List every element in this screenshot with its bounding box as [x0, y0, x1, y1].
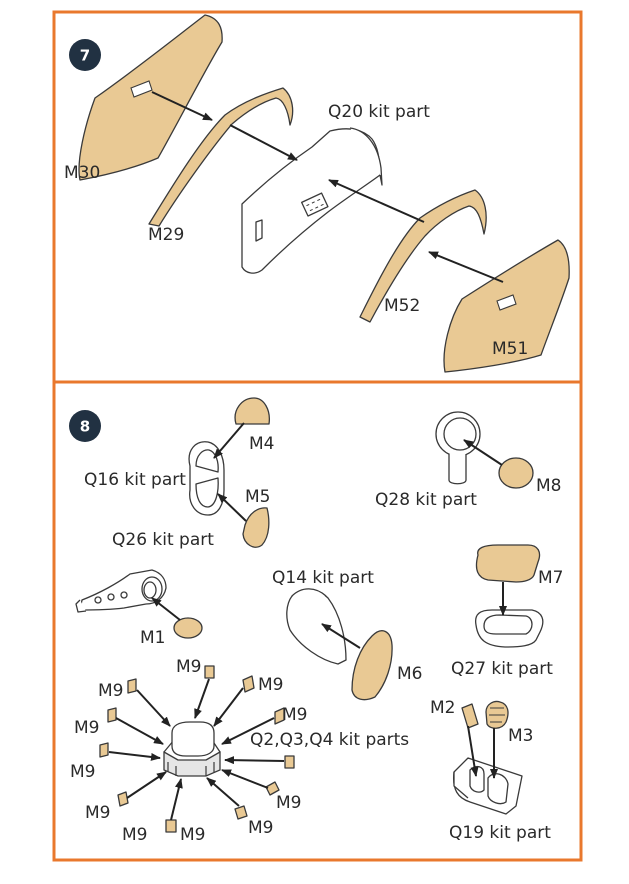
label-m8: M8: [536, 476, 561, 496]
m51-part: [443, 239, 570, 373]
step-8-panel: [52, 380, 583, 862]
label-m3: M3: [508, 726, 533, 746]
label-q2-q3-q4: Q2,Q3,Q4 kit parts: [250, 730, 409, 750]
m8-part: [498, 457, 534, 489]
label-m9: M9: [282, 705, 307, 725]
q19-kit-part: [452, 757, 523, 815]
arrow-m51-m52: [428, 251, 504, 283]
arrow-m6-q14: [321, 623, 361, 649]
label-q16: Q16 kit part: [84, 470, 186, 490]
m1-part: [173, 617, 203, 639]
label-m1: M1: [140, 628, 165, 648]
m5-part: [242, 507, 270, 548]
arrow-m5-q16: [217, 493, 247, 522]
label-m9: M9: [98, 681, 123, 701]
label-q27: Q27 kit part: [451, 659, 553, 679]
step-8-badge: 8: [69, 410, 101, 442]
m4-part: [234, 397, 270, 425]
m9-labels: M9 M9 M9 M9 M9 M9 M9 M9 M9 M9 M9: [70, 657, 307, 845]
q14-kit-part: [286, 588, 347, 665]
m9-arrows: [108, 678, 285, 821]
q20-kit-part: [241, 127, 383, 274]
label-m9: M9: [85, 803, 110, 823]
q26-kit-part: [75, 569, 167, 613]
step-7-badge: 7: [69, 39, 101, 71]
svg-text:7: 7: [80, 47, 90, 65]
m9-tabs: [99, 665, 295, 833]
label-m9: M9: [74, 718, 99, 738]
label-m5: M5: [245, 487, 270, 507]
m30-part: [78, 14, 223, 181]
arrow-m8-q28: [463, 439, 503, 466]
label-q26: Q26 kit part: [112, 530, 214, 550]
arrow-m4-q16: [213, 422, 245, 459]
label-m9: M9: [258, 675, 283, 695]
label-m9: M9: [180, 825, 205, 845]
q2-q3-q4-kit-parts: [163, 721, 221, 777]
arrow-m30-m29: [151, 91, 213, 121]
label-m9: M9: [276, 793, 301, 813]
label-m52: M52: [384, 296, 420, 316]
label-m2: M2: [430, 698, 455, 718]
m52-part: [359, 189, 487, 323]
label-q19: Q19 kit part: [449, 823, 551, 843]
m29-part: [148, 87, 294, 227]
m3-part: [485, 700, 509, 729]
arrow-m52-q20: [328, 179, 425, 223]
label-q28: Q28 kit part: [375, 490, 477, 510]
q28-kit-part: [435, 411, 481, 485]
label-q20: Q20 kit part: [328, 102, 430, 122]
label-q14: Q14 kit part: [272, 568, 374, 588]
m7-part: [475, 544, 541, 583]
arrow-m2-q19: [467, 725, 479, 777]
label-m4: M4: [249, 434, 274, 454]
arrow-m1-q26: [151, 597, 181, 621]
q16-kit-part: [188, 441, 225, 516]
q27-kit-part: [474, 609, 544, 648]
label-m30: M30: [64, 163, 100, 183]
label-m9: M9: [248, 818, 273, 838]
label-m51: M51: [492, 339, 528, 359]
label-m29: M29: [148, 225, 184, 245]
m2-part: [461, 703, 479, 729]
m6-part: [351, 630, 393, 701]
svg-text:8: 8: [80, 418, 90, 436]
arrow-m29-q20: [229, 124, 298, 161]
label-m9: M9: [122, 825, 147, 845]
label-m7: M7: [538, 568, 563, 588]
label-m9: M9: [70, 762, 95, 782]
label-m9: M9: [176, 657, 201, 677]
label-m6: M6: [397, 664, 422, 684]
